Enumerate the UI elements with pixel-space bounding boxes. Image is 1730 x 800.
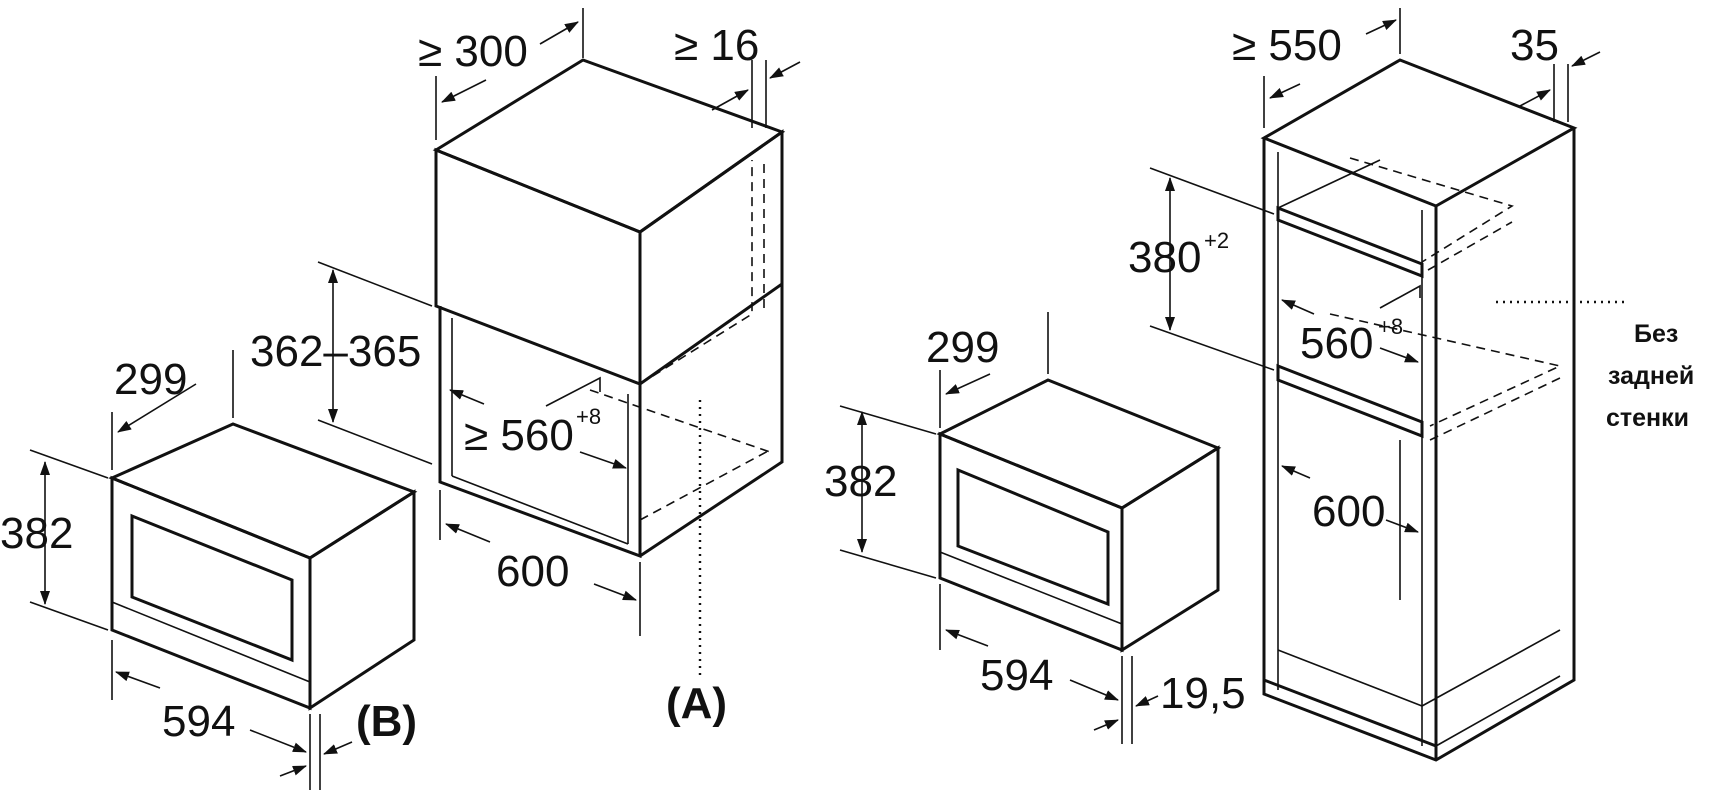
left-appliance-width-label: 594	[162, 697, 235, 746]
right-cabinet-opening-width-label: 560	[1300, 319, 1373, 368]
right-labels: 299 382 594 19,5 ≥ 550 35 380 +2 560 +8 …	[824, 21, 1694, 718]
callout-b: (B)	[356, 697, 417, 746]
left-cabinet-opening-height-label: 362–365	[250, 327, 421, 376]
left-cabinet-opening-width-label: ≥ 560	[464, 411, 574, 460]
callout-a: (A)	[666, 679, 727, 728]
left-appliance-height-label: 382	[0, 509, 73, 558]
left-cabinet-opening-width-tolerance: +8	[576, 404, 601, 429]
right-appliance-depth-label: 299	[926, 323, 999, 372]
right-front-offset-label: 19,5	[1160, 669, 1246, 718]
left-appliance	[108, 422, 418, 711]
right-cabinet-width-label: 600	[1312, 487, 1385, 536]
no-back-wall-note-line-1: Без	[1634, 320, 1678, 348]
right-appliance	[936, 378, 1222, 653]
right-cabinet-opening-height-label: 380	[1128, 233, 1201, 282]
left-dimensions	[29, 8, 801, 790]
right-appliance-width-label: 594	[980, 651, 1053, 700]
right-cabinet-opening-height-tolerance: +2	[1204, 228, 1229, 253]
left-cabinet-front-gap-label: ≥ 16	[674, 21, 759, 70]
right-appliance-height-label: 382	[824, 457, 897, 506]
no-back-wall-note-line-2: задней	[1608, 362, 1694, 390]
left-wall-cabinet	[432, 58, 786, 675]
left-appliance-depth-label: 299	[114, 355, 187, 404]
right-dimensions	[839, 8, 1601, 744]
left-labels: 299 382 594 (B) ≥ 300 ≥ 16 362–365 ≥ 560…	[0, 21, 759, 746]
no-back-wall-note-line-3: стенки	[1606, 404, 1689, 432]
right-cabinet-side-label: 35	[1510, 21, 1559, 70]
right-tall-cabinet	[1260, 58, 1624, 762]
right-cabinet-opening-width-tolerance: +8	[1378, 314, 1403, 339]
right-cabinet-top-depth-label: ≥ 550	[1232, 21, 1342, 70]
left-cabinet-top-depth-label: ≥ 300	[418, 27, 528, 76]
left-cabinet-width-label: 600	[496, 547, 569, 596]
